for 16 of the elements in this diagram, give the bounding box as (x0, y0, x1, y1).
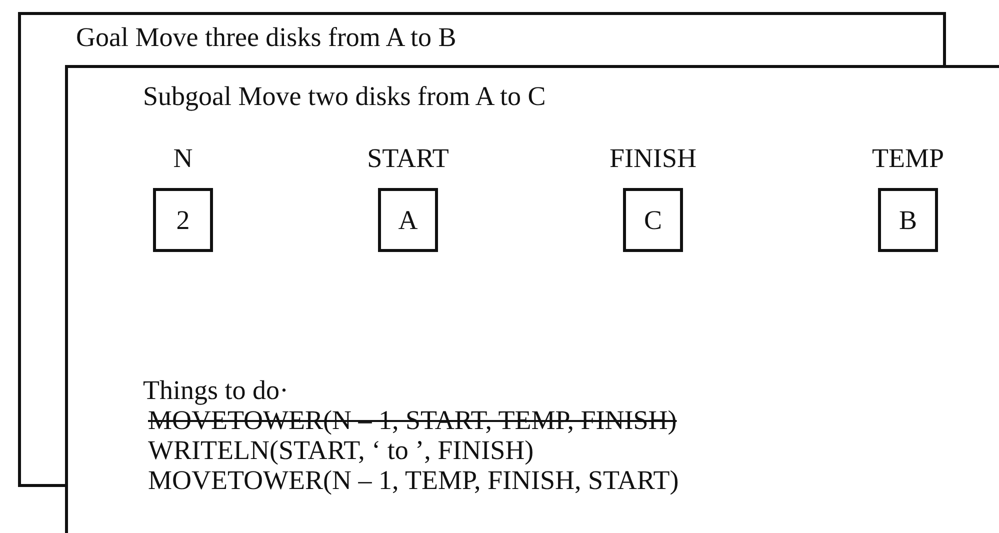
variable-name: TEMP (870, 144, 945, 174)
value-box: B (878, 188, 938, 252)
code-line: WRITELN(START, ‘ to ’, FINISH) (148, 436, 534, 466)
goal-heading: Goal Move three disks from A to B (76, 23, 456, 53)
variable-name: N (172, 144, 194, 174)
list-heading: Things to do· (143, 376, 288, 406)
value-box: C (623, 188, 683, 252)
variable-name: FINISH (608, 144, 698, 174)
code-line: MOVETOWER(N – 1, TEMP, FINISH, START) (148, 466, 679, 496)
value-box: 2 (153, 188, 213, 252)
goal-card (18, 12, 946, 65)
subgoal-heading: Subgoal Move two disks from A to C (143, 82, 546, 112)
value-box: A (378, 188, 438, 252)
code-line: MOVETOWER(N – 1, START, TEMP, FINISH) (148, 406, 677, 436)
subgoal-card (65, 65, 999, 533)
variable-name: START (366, 144, 450, 174)
